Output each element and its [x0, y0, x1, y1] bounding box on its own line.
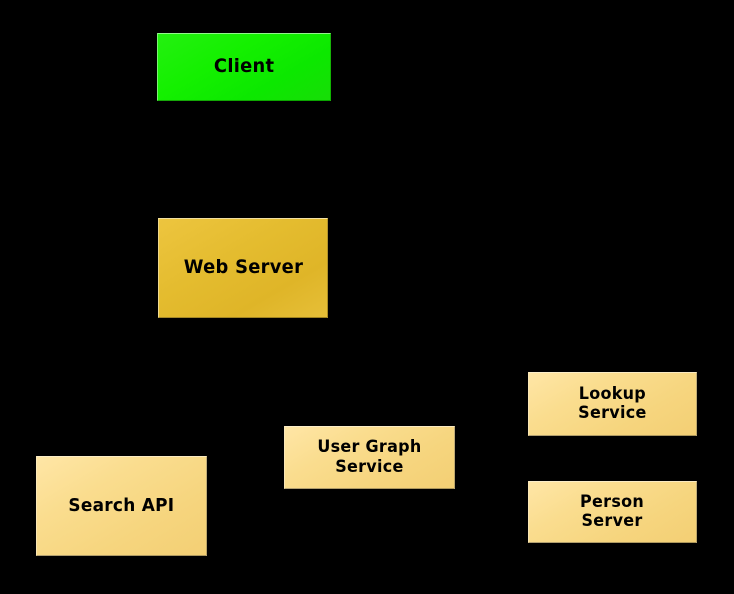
node-web-server[interactable]: Web Server: [158, 218, 328, 318]
node-web-server-label: Web Server: [183, 256, 303, 279]
node-person-server-label: Person Server: [580, 491, 645, 531]
node-lookup-service[interactable]: Lookup Service: [528, 372, 697, 436]
node-user-graph-service[interactable]: User Graph Service: [284, 426, 455, 489]
node-client-label: Client: [213, 55, 275, 78]
node-client[interactable]: Client: [157, 33, 331, 101]
node-search-api[interactable]: Search API: [36, 456, 207, 556]
node-search-api-label: Search API: [68, 494, 175, 516]
node-person-server[interactable]: Person Server: [528, 481, 697, 543]
node-user-graph-service-label: User Graph Service: [317, 437, 422, 477]
node-lookup-service-label: Lookup Service: [578, 383, 647, 423]
